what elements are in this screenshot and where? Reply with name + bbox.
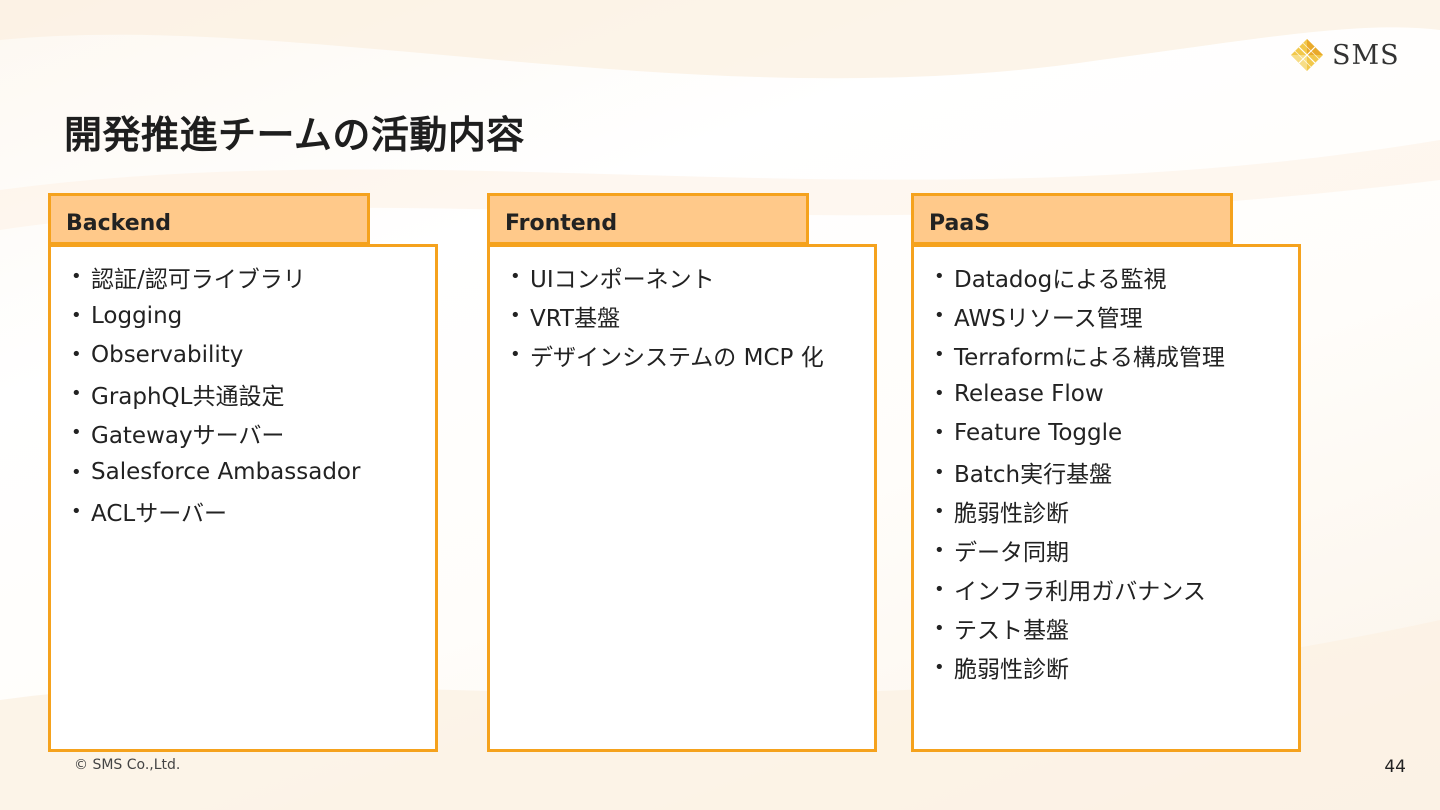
column-box: • Datadogによる監視 • AWSリソース管理 • Terraformによる構成… <box>911 244 1301 752</box>
item-label: VRT基盤 <box>530 305 621 332</box>
item-label: データ同期 <box>954 540 1069 567</box>
list-item: • VRT基盤 <box>510 296 874 335</box>
bullet-icon: • <box>71 266 82 288</box>
list-item: • Datadogによる監視 <box>934 257 1298 296</box>
bullet-icon: • <box>71 422 82 444</box>
bullet-icon: • <box>71 383 82 405</box>
page-title: 開発推進チームの活動内容 <box>64 113 525 157</box>
bullet-icon: • <box>71 344 82 366</box>
copyright: © SMS Co.,Ltd. <box>74 757 181 773</box>
item-label: 認証/認可ライブラリ <box>91 266 306 293</box>
bullet-icon: • <box>934 383 945 405</box>
item-label: 脆弱性診断 <box>954 501 1069 528</box>
item-label: テスト基盤 <box>954 618 1069 645</box>
list-item: • Release Flow <box>934 374 1298 413</box>
list-item: • Observability <box>71 335 435 374</box>
item-label: 脆弱性診断 <box>954 657 1069 684</box>
list-item: • 脆弱性診断 <box>934 492 1298 531</box>
bullet-icon: • <box>934 617 945 639</box>
bullet-icon: • <box>71 461 82 483</box>
list-item: • UIコンポーネント <box>510 257 874 296</box>
list-item: • ACLサーバー <box>71 492 435 531</box>
item-label: Salesforce Ambassador <box>91 459 361 486</box>
bullet-icon: • <box>934 344 945 366</box>
bullet-icon: • <box>510 266 521 288</box>
item-label: Feature Toggle <box>954 419 1123 446</box>
bullet-icon: • <box>934 422 945 444</box>
bullet-icon: • <box>510 305 521 327</box>
frontend-item-list: • UIコンポーネント • VRT基盤 • デザインシステムの MCP 化 <box>490 247 874 374</box>
list-item: • Salesforce Ambassador <box>71 452 435 491</box>
backend-heading-tab: Backend <box>48 193 370 245</box>
bullet-icon: • <box>934 578 945 600</box>
column-box: • UIコンポーネント • VRT基盤 • デザインシステムの MCP 化 <box>487 244 877 752</box>
list-item: • Terraformによる構成管理 <box>934 335 1298 374</box>
list-item: • Logging <box>71 296 435 335</box>
paas-heading-tab: PaaS <box>911 193 1233 245</box>
bullet-icon: • <box>934 305 945 327</box>
list-item: • 脆弱性診断 <box>934 648 1298 687</box>
item-label: Observability <box>91 341 244 368</box>
item-label: Batch実行基盤 <box>954 462 1113 489</box>
list-item: • インフラ利用ガバナンス <box>934 570 1298 609</box>
bullet-icon: • <box>510 344 521 366</box>
frontend-heading-tab: Frontend <box>487 193 809 245</box>
item-label: GraphQL共通設定 <box>91 383 285 410</box>
item-label: Logging <box>91 302 183 329</box>
item-label: UIコンポーネント <box>530 266 715 293</box>
list-item: • AWSリソース管理 <box>934 296 1298 335</box>
column-box: • 認証/認可ライブラリ • Logging • Observability • Gra… <box>48 244 438 752</box>
item-label: Gatewayサーバー <box>91 422 285 449</box>
list-item: • データ同期 <box>934 531 1298 570</box>
list-item: • Feature Toggle <box>934 413 1298 452</box>
list-item: • テスト基盤 <box>934 609 1298 648</box>
list-item: • Batch実行基盤 <box>934 452 1298 491</box>
paas-item-list: • Datadogによる監視 • AWSリソース管理 • Terraformによる構成… <box>914 247 1298 687</box>
page-number: 44 <box>1384 757 1406 777</box>
backend-item-list: • 認証/認可ライブラリ • Logging • Observability • Gra… <box>51 247 435 531</box>
item-label: デザインシステムの MCP 化 <box>530 344 824 371</box>
item-label: AWSリソース管理 <box>954 305 1143 332</box>
list-item: • Gatewayサーバー <box>71 413 435 452</box>
bullet-icon: • <box>934 500 945 522</box>
item-label: インフラ利用ガバナンス <box>954 579 1206 606</box>
list-item: • 認証/認可ライブラリ <box>71 257 435 296</box>
bullet-icon: • <box>934 266 945 288</box>
item-label: Terraformによる構成管理 <box>954 344 1225 371</box>
bullet-icon: • <box>934 539 945 561</box>
item-label: Release Flow <box>954 380 1104 407</box>
bullet-icon: • <box>934 461 945 483</box>
bullet-icon: • <box>71 500 82 522</box>
item-label: ACLサーバー <box>91 501 227 528</box>
bullet-icon: • <box>934 656 945 678</box>
list-item: • デザインシステムの MCP 化 <box>510 335 874 374</box>
bullet-icon: • <box>71 305 82 327</box>
list-item: • GraphQL共通設定 <box>71 374 435 413</box>
item-label: Datadogによる監視 <box>954 266 1167 293</box>
logo-text: SMS <box>1332 39 1400 71</box>
sms-logo: SMS <box>1290 38 1400 72</box>
sms-logo-mark-icon <box>1291 39 1323 71</box>
